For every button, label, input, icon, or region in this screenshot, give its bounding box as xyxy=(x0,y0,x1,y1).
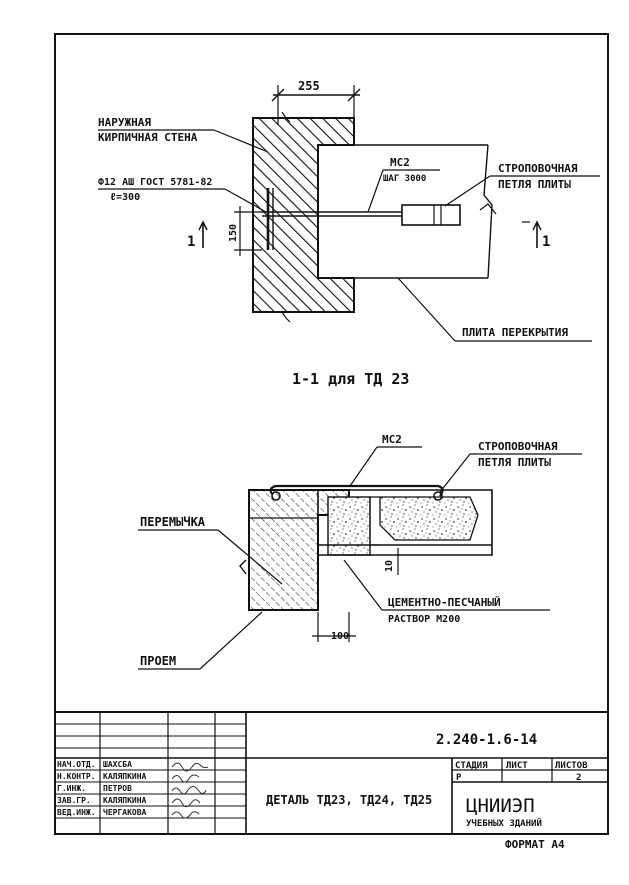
wall-label-2: КИРПИЧНАЯ СТЕНА xyxy=(98,131,198,144)
dim-100-label: 100 xyxy=(331,631,349,642)
signer-role: Г.ИНЖ. xyxy=(57,784,86,793)
mc2-bar xyxy=(269,484,444,497)
opening-label: ПРОЕМ xyxy=(140,654,176,668)
slab-label: ПЛИТА ПЕРЕКРЫТИЯ xyxy=(462,326,568,339)
org-name: ЦНИИЭП xyxy=(466,795,535,817)
loop-label-upper-1: СТРОПОВОЧНАЯ xyxy=(498,162,578,175)
hollow-slab xyxy=(379,496,479,541)
signer-name: ПЕТРОВ xyxy=(103,784,132,793)
slab-break xyxy=(483,144,493,279)
cut-mark-right: 1 xyxy=(542,234,550,250)
sheets-header: ЛИСТОВ xyxy=(555,761,588,771)
mortar-block xyxy=(327,496,371,556)
loop-label-lower-1: СТРОПОВОЧНАЯ xyxy=(478,440,558,453)
signer-role: ВЕД.ИНЖ. xyxy=(57,808,96,817)
stage-header: СТАДИЯ xyxy=(455,761,488,771)
lower-section: 10 100 МС2 СТРОПОВОЧНАЯ ПЕТЛЯ ПЛИТЫ ПЕРЕ… xyxy=(138,433,582,670)
title-block: НАЧ.ОТД. ШАХСБА Н.КОНТР. КАЛЯПКИНА Г.ИНЖ… xyxy=(55,711,608,834)
wall-label-1: НАРУЖНАЯ xyxy=(98,116,151,129)
mc2-label-lower: МС2 xyxy=(382,433,402,446)
lintel-label: ПЕРЕМЫЧКА xyxy=(140,515,206,529)
dim-10-label: 10 xyxy=(384,560,395,572)
cut-mark-left: 1 xyxy=(187,234,195,250)
loop-label-lower-2: ПЕТЛЯ ПЛИТЫ xyxy=(478,456,551,469)
section-title: 1-1 для ТД 23 xyxy=(292,370,409,388)
drawing-title: ДЕТАЛЬ ТД23, ТД24, ТД25 xyxy=(266,793,432,807)
sheet-header: ЛИСТ xyxy=(506,761,528,771)
loop-label-upper-2: ПЕТЛЯ ПЛИТЫ xyxy=(498,178,571,191)
signer-name: КАЛЯПКИНА xyxy=(103,772,147,781)
signer-role: НАЧ.ОТД. xyxy=(57,760,96,769)
anchor-label-1: Ф12 АШ ГОСТ 5781-82 xyxy=(98,177,212,188)
step-label: ШАГ 3000 xyxy=(383,174,426,184)
dim-150-label: 150 xyxy=(228,224,239,242)
mortar-label-2: РАСТВОР М200 xyxy=(388,614,460,625)
signer-name: КАЛЯПКИНА xyxy=(103,796,147,805)
signatures xyxy=(171,762,209,819)
org-subtitle: УЧЕБНЫХ ЗДАНИЙ xyxy=(466,817,542,829)
signer-name: ЧЕРГАКОВА xyxy=(103,808,147,817)
dim-255-label: 255 xyxy=(298,79,320,93)
signer-role: Н.КОНТР. xyxy=(57,772,96,781)
sheets-value: 2 xyxy=(576,773,581,783)
signer-name: ШАХСБА xyxy=(103,760,132,769)
lifting-loop xyxy=(401,204,461,226)
anchor-label-2: ℓ=300 xyxy=(110,192,140,203)
mortar-label-1: ЦЕМЕНТНО-ПЕСЧАНЫЙ xyxy=(388,596,501,609)
upper-section: 255 150 1 1 НАРУЖНАЯ КИ xyxy=(98,79,600,342)
mc2-label-upper: МС2 xyxy=(390,156,410,169)
doc-code: 2.240-1.6-14 xyxy=(436,732,537,748)
signer-role: ЗАВ.ГР. xyxy=(57,796,91,805)
format-label: ФОРМАТ А4 xyxy=(505,838,565,851)
sheet-frame xyxy=(54,33,609,835)
stage-value: Р xyxy=(456,773,462,783)
